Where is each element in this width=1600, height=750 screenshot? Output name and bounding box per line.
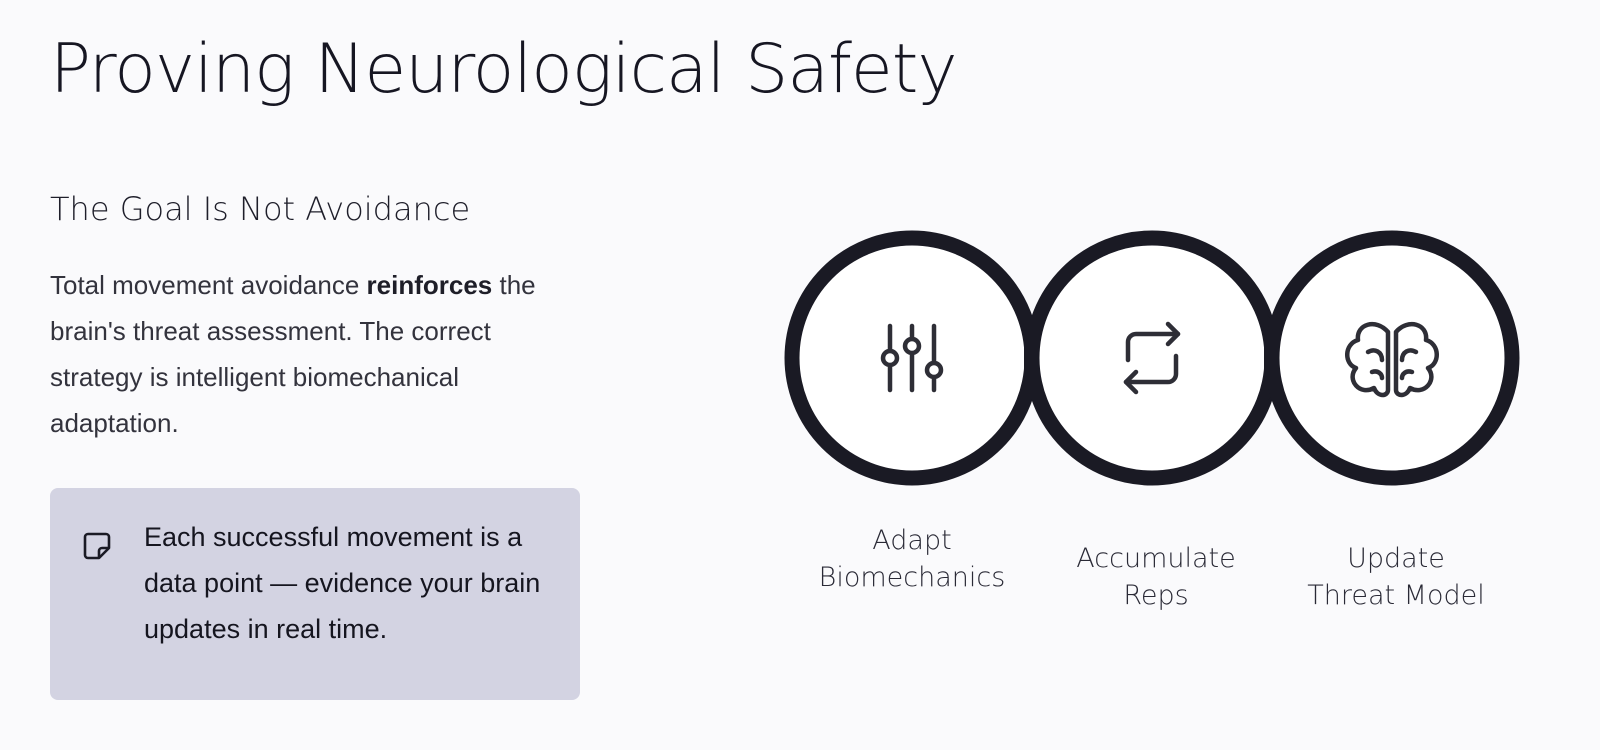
section-heading: The Goal Is Not Avoidance [50, 190, 471, 228]
body-text-end: the brain's threat assessment. The corre… [50, 270, 536, 438]
step-label-adapt-line1: Adapt [872, 525, 952, 556]
sliders-icon [880, 323, 944, 393]
callout-box: Each successful movement is a data point… [50, 488, 580, 700]
step-label-update: Update Threat Model [1276, 540, 1516, 614]
body-text-start: Total movement avoidance [50, 270, 367, 300]
step-label-accumulate-line1: Accumulate [1076, 543, 1236, 574]
page-title: Proving Neurological Safety [50, 30, 958, 109]
step-label-adapt-line2: Biomechanics [818, 562, 1006, 593]
callout-text: Each successful movement is a data point… [144, 522, 541, 644]
sticky-note-icon [83, 532, 111, 560]
cycle-graphic [784, 230, 1520, 486]
cycle-diagram: Adapt Biomechanics Accumulate Reps Updat… [780, 220, 1560, 611]
step-label-accumulate-line2: Reps [1123, 580, 1189, 611]
step-label-adapt: Adapt Biomechanics [792, 522, 1032, 596]
step-label-update-line2: Threat Model [1307, 580, 1485, 611]
brain-icon [1345, 321, 1439, 398]
body-paragraph: Total movement avoidance reinforces the … [50, 262, 580, 446]
step-label-accumulate: Accumulate Reps [1036, 540, 1276, 614]
repeat-icon [1123, 321, 1181, 395]
body-text-emphasis: reinforces [366, 270, 493, 300]
step-label-update-line1: Update [1347, 543, 1445, 574]
step-ring-update [1264, 230, 1520, 486]
left-column: The Goal Is Not Avoidance Total movement… [50, 190, 580, 446]
